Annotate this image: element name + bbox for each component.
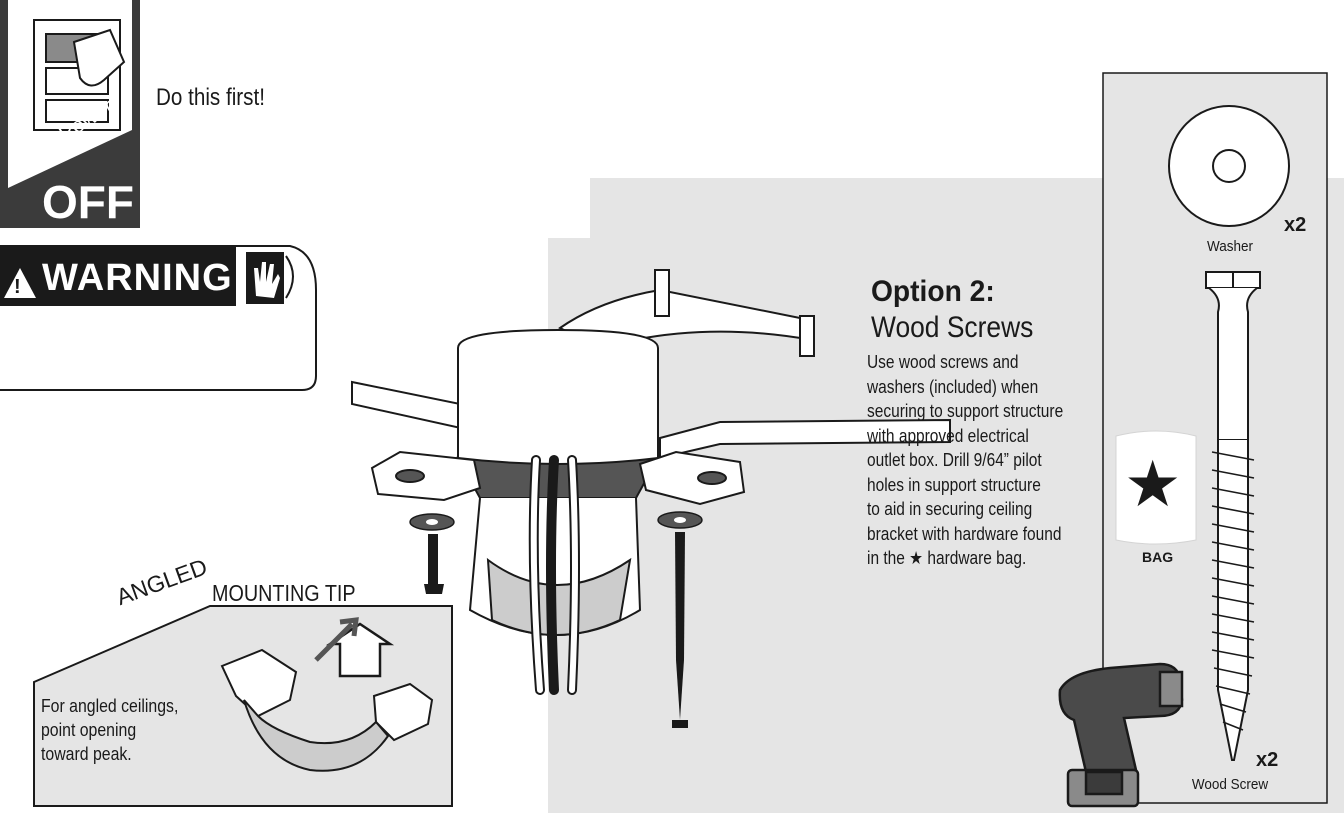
warning-text: WARNING xyxy=(42,257,233,299)
tip-body: For angled ceilings, point opening towar… xyxy=(41,696,179,764)
outlet-box-icon xyxy=(456,269,815,636)
mounting-bracket-left xyxy=(370,450,482,502)
washer-small-left xyxy=(409,513,455,531)
power-drill-icon xyxy=(1058,662,1184,808)
house-arrow-icon xyxy=(314,617,395,678)
wires-icon xyxy=(528,455,580,695)
do-this-first-text: Do this first! xyxy=(156,84,265,111)
option-subtitle: Wood Screws xyxy=(871,311,1034,344)
wood-screw-small-icon xyxy=(672,532,688,728)
washer-qty: x2 xyxy=(1284,214,1307,236)
mounting-bracket-right xyxy=(638,450,746,506)
machine-screw-icon xyxy=(424,534,444,594)
warning-label xyxy=(0,245,317,391)
washer-small-right xyxy=(657,511,703,529)
tilted-bracket-icon xyxy=(220,648,434,772)
bag-label: BAG xyxy=(1142,549,1174,565)
wood-screw-icon xyxy=(1205,271,1261,761)
option-body: Use wood screws and washers (included) w… xyxy=(867,352,1064,568)
electric-shock-hand-icon xyxy=(246,252,294,304)
option-title: Option 2: xyxy=(871,275,995,308)
turn-power-off-sign xyxy=(0,0,140,228)
bag-star-icon: ★ xyxy=(1124,448,1182,520)
angled-mounting-tip-panel xyxy=(33,605,453,807)
hardware-bag-icon xyxy=(1115,430,1197,545)
washer-icon xyxy=(1168,105,1290,227)
screw-label: Wood Screw xyxy=(1191,776,1269,793)
warning-triangle-glyph: ! xyxy=(14,276,21,298)
switch-hand-icon xyxy=(33,19,126,131)
screw-qty: x2 xyxy=(1256,749,1279,771)
off-text: OFF xyxy=(42,176,134,228)
washer-label: Washer xyxy=(1206,238,1254,255)
tip-mounting-text: MOUNTING TIP xyxy=(212,580,356,606)
